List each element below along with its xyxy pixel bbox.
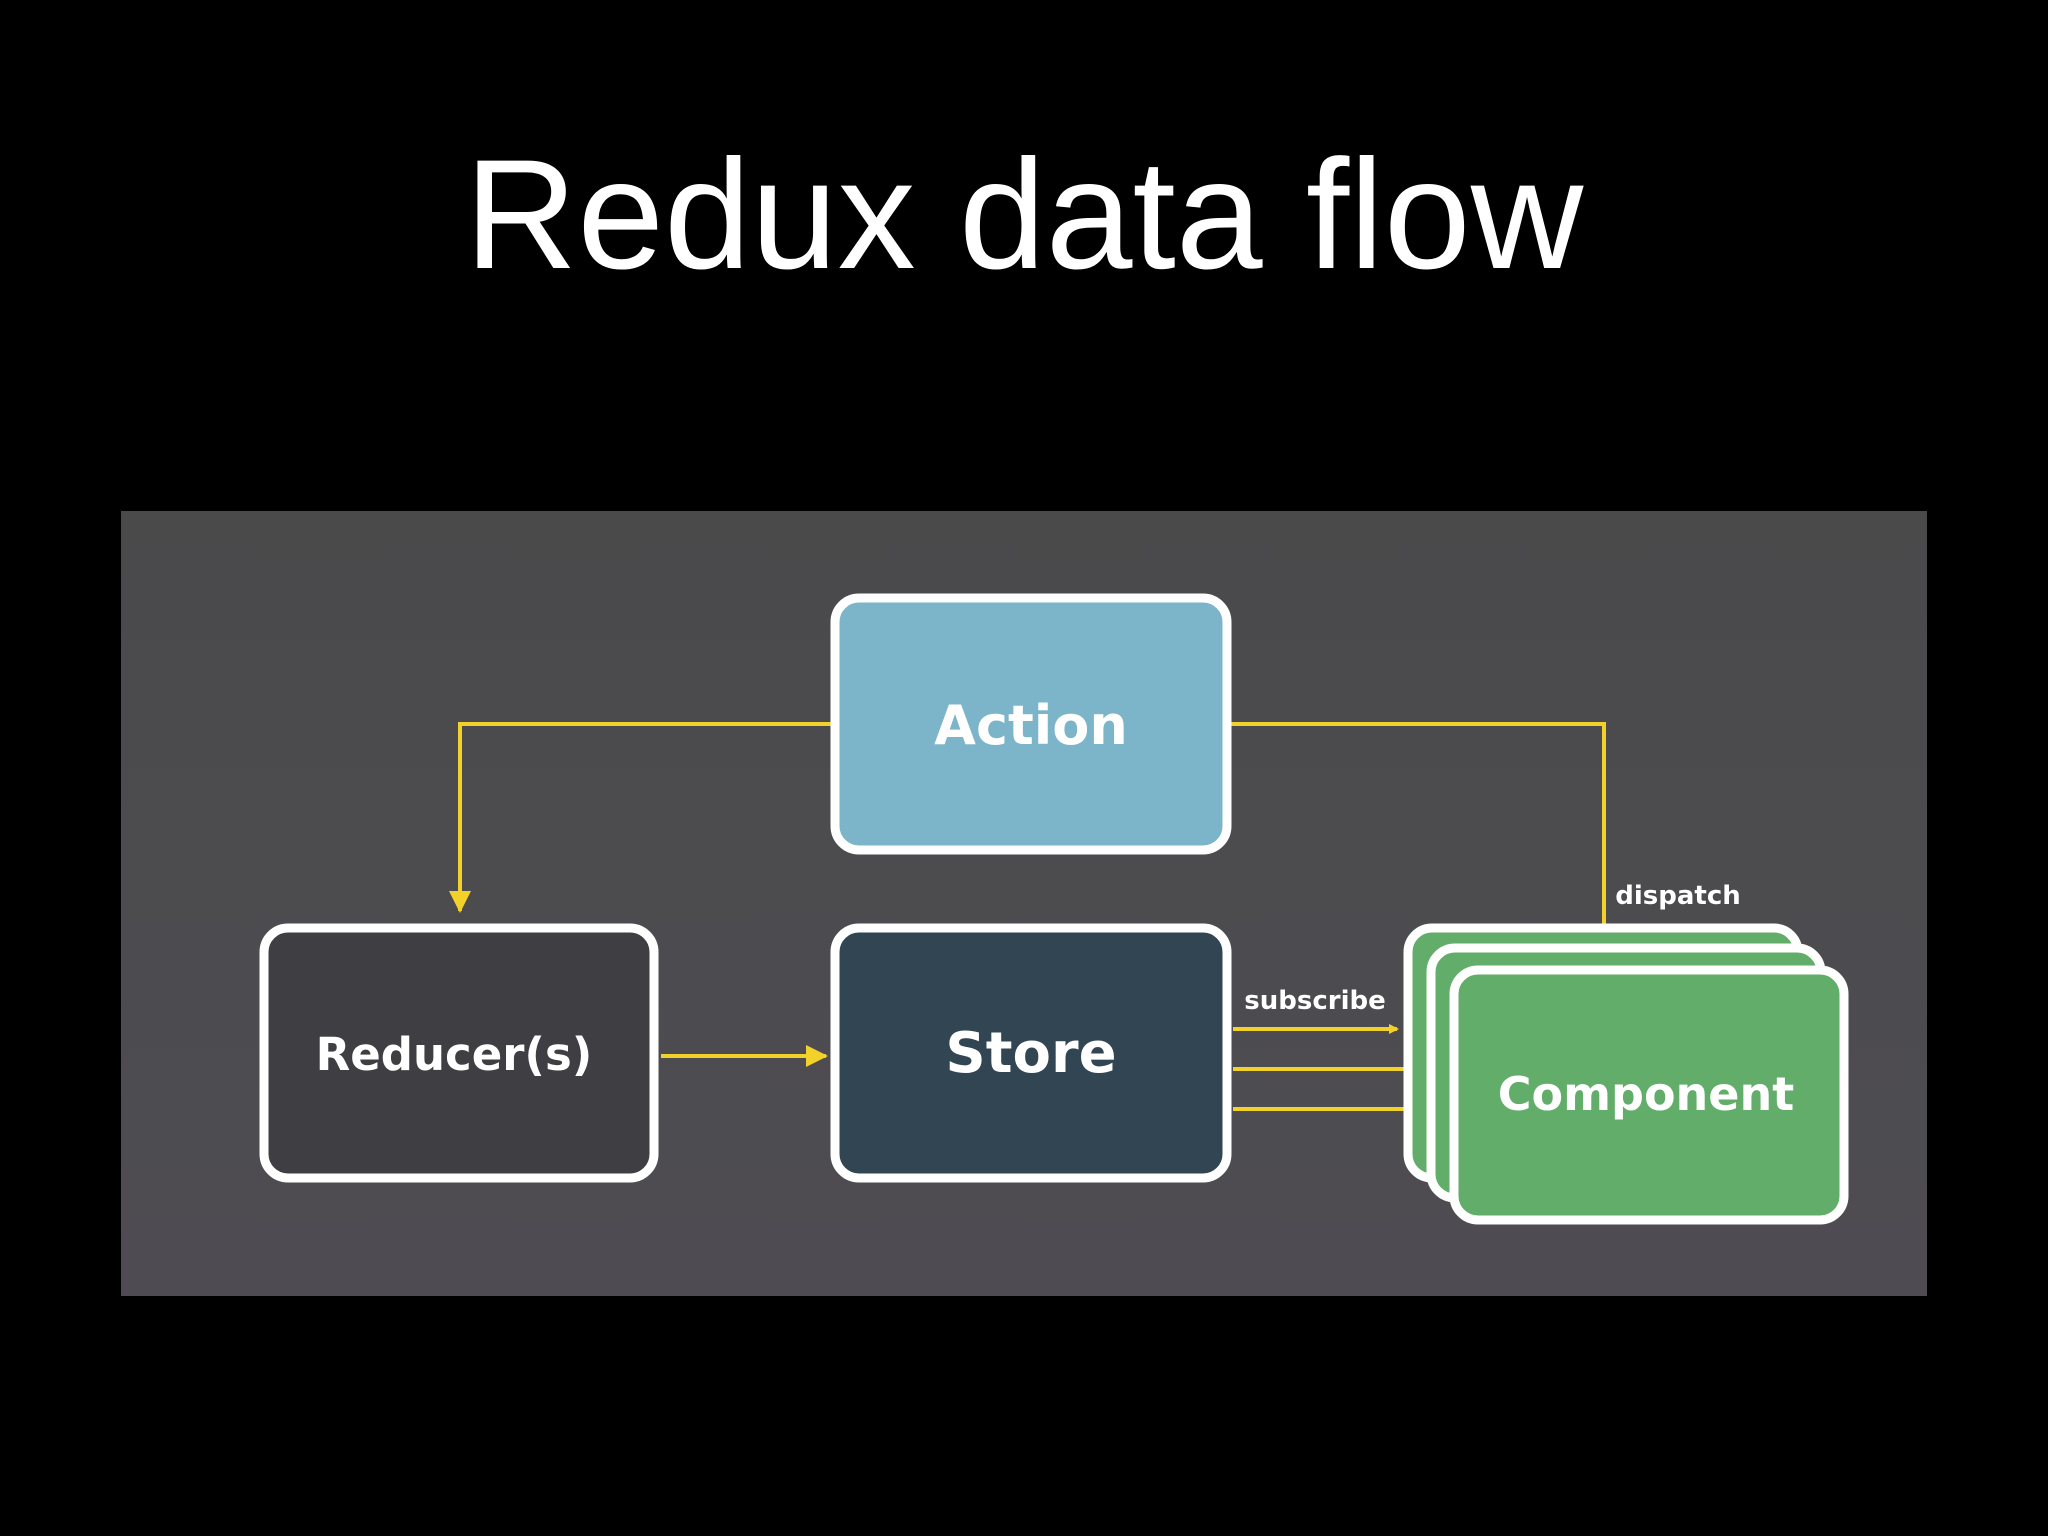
store-node: Store — [830, 923, 1232, 1183]
component-stack: Component — [1403, 923, 1849, 1225]
store-node-label: Store — [945, 1021, 1116, 1086]
action-node: Action — [830, 593, 1232, 855]
dispatch-label: dispatch — [1615, 881, 1741, 911]
component-card-front — [1449, 965, 1849, 1225]
reducers-node-label: Reducer(s) — [316, 1028, 593, 1081]
action-to-reducers-arrow — [449, 722, 834, 913]
diagram-panel: Action Reducer(s) Store Component subscr… — [121, 511, 1927, 1296]
action-node-label: Action — [934, 694, 1128, 757]
flow-diagram: Action Reducer(s) Store Component subscr… — [259, 593, 1849, 1225]
slide-title: Redux data flow — [464, 128, 1584, 302]
subscribe-label: subscribe — [1244, 986, 1385, 1016]
component-node-label: Component — [1498, 1067, 1795, 1121]
reducers-node: Reducer(s) — [259, 923, 659, 1183]
component-to-action-dispatch-line — [1231, 722, 1606, 926]
